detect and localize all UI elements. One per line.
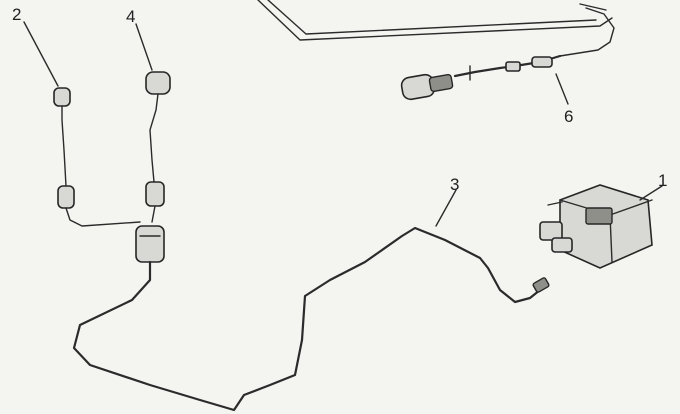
part-2-connector (53, 87, 141, 227)
part-6-antenna-cable (400, 54, 562, 101)
junction-connector (135, 225, 165, 263)
part-4-connector (145, 71, 171, 223)
callout-1: 1 (658, 171, 667, 190)
part-1-module (539, 184, 653, 269)
callout-2: 2 (12, 5, 21, 24)
callout-6: 6 (564, 107, 573, 126)
callout-4: 4 (126, 7, 135, 26)
callout-3: 3 (450, 175, 459, 194)
windshield-frame (257, 0, 615, 57)
leader-lines (23, 21, 663, 227)
part-3-harness (72, 226, 550, 412)
